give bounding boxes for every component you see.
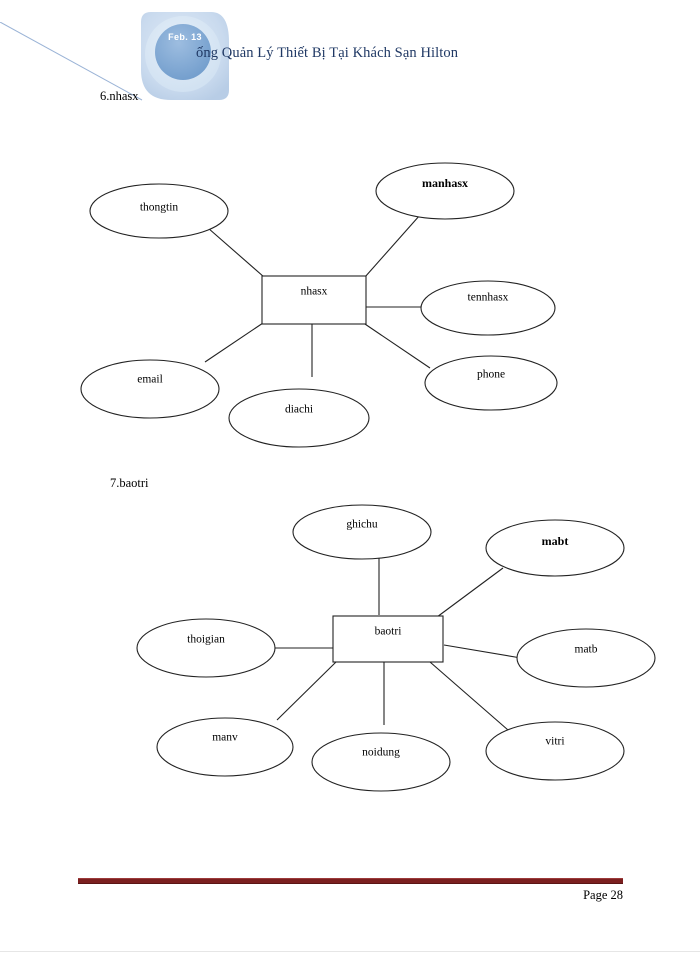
attribute-label-diachi: diachi xyxy=(285,404,313,416)
attribute-ellipse-noidung xyxy=(311,732,451,792)
attribute-label-thongtin: thongtin xyxy=(140,202,179,214)
connector-baotri-vitri xyxy=(429,661,509,731)
entity-box-baotri xyxy=(332,615,444,663)
attribute-label-manhasx: manhasx xyxy=(422,176,468,190)
connector-nhasx-thongtin xyxy=(207,227,265,278)
connector-baotri-mabt xyxy=(436,567,504,618)
attribute-ellipse-thongtin xyxy=(89,183,229,239)
attribute-ellipse-manhasx xyxy=(375,162,515,220)
entity-label-baotri: baotri xyxy=(375,626,402,638)
attribute-label-mabt: mabt xyxy=(542,534,569,548)
date-badge-graphic xyxy=(141,12,229,100)
page-footer: Page 28 xyxy=(0,868,700,928)
page-number: Page 28 xyxy=(583,888,623,902)
attribute-ellipse-thoigian xyxy=(136,618,276,678)
attribute-ellipse-diachi xyxy=(228,388,370,448)
date-badge: Feb. 13 xyxy=(137,8,233,104)
connector-nhasx-email xyxy=(204,322,264,363)
attribute-label-email: email xyxy=(137,374,163,386)
connector-baotri-manv xyxy=(276,661,337,721)
attribute-label-ghichu: ghichu xyxy=(346,519,378,531)
connector-nhasx-phone xyxy=(361,321,431,369)
entity-label-nhasx: nhasx xyxy=(301,286,328,298)
connector-nhasx-manhasx xyxy=(364,214,421,278)
attribute-ellipse-vitri xyxy=(485,721,625,781)
attribute-label-manv: manv xyxy=(212,732,238,744)
entity-box-nhasx xyxy=(261,275,367,325)
attribute-ellipse-phone xyxy=(424,355,558,411)
attribute-label-noidung: noidung xyxy=(362,747,400,759)
attribute-label-matb: matb xyxy=(575,644,598,656)
footer-divider xyxy=(78,878,623,884)
attribute-ellipse-email xyxy=(80,359,220,419)
er-diagram-baotri: baotri ghichu mabt matb vitri noidung ma… xyxy=(0,490,700,800)
attribute-ellipse-ghichu xyxy=(292,504,432,560)
attribute-label-tennhasx: tennhasx xyxy=(468,292,509,304)
section-label-baotri: 7.baotri xyxy=(110,476,149,490)
attribute-label-vitri: vitri xyxy=(545,736,564,748)
connector-baotri-matb xyxy=(443,644,522,659)
page-header: Feb. 13 ống Quản Lý Thiết Bị Tại Khách S… xyxy=(0,0,700,110)
attribute-ellipse-matb xyxy=(516,628,656,688)
attribute-label-phone: phone xyxy=(477,369,505,381)
er-diagram-nhasx: nhasx thongtin manhasx tennhasx phone di… xyxy=(0,140,700,460)
date-badge-label: Feb. 13 xyxy=(168,32,202,42)
attribute-ellipse-tennhasx xyxy=(420,280,556,336)
attribute-ellipse-mabt xyxy=(485,519,625,577)
section-label-nhasx: 6.nhasx xyxy=(100,89,139,103)
page-title: ống Quản Lý Thiết Bị Tại Khách Sạn Hilto… xyxy=(196,45,459,61)
attribute-label-thoigian: thoigian xyxy=(187,634,225,646)
attribute-ellipse-manv xyxy=(156,717,294,777)
page-bottom-edge xyxy=(0,951,700,952)
